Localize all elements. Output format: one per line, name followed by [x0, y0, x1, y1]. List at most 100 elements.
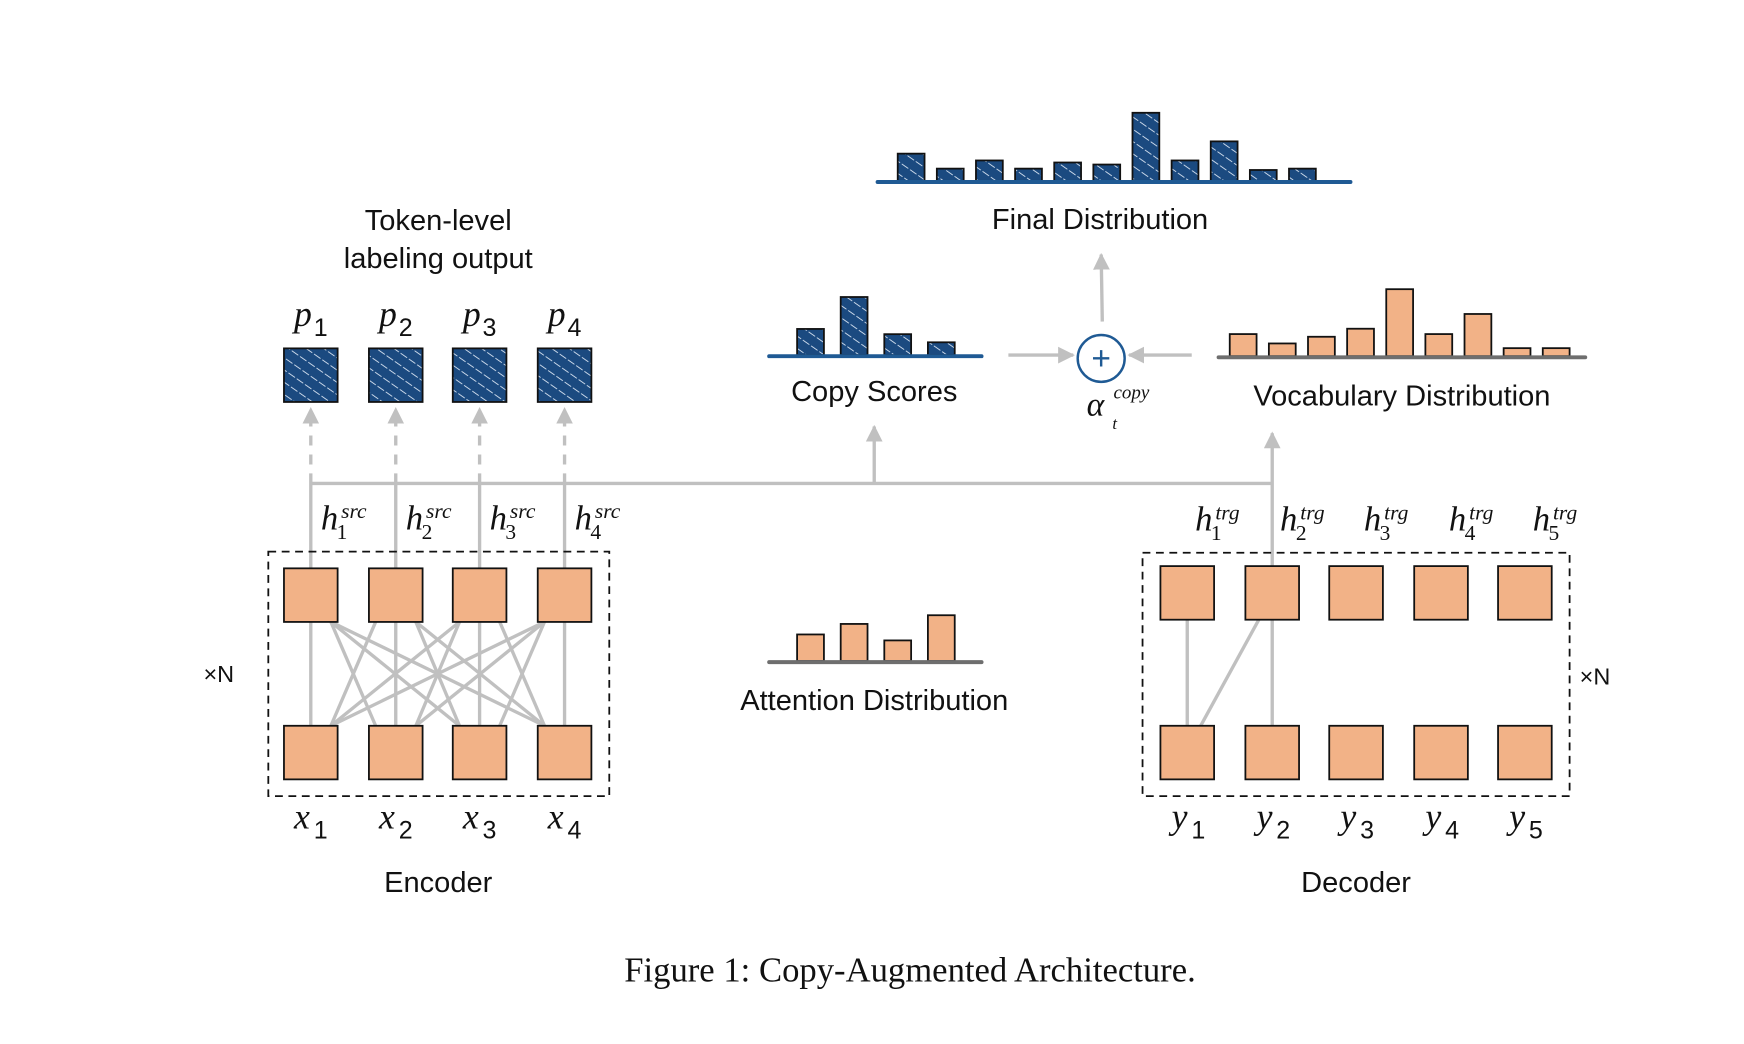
plus-circle-icon [1076, 333, 1126, 384]
decoder-input-label-y4-base: y [1422, 797, 1441, 837]
encoder-hidden-label-2-base: h [406, 499, 423, 537]
connectors [302, 252, 1281, 728]
decoder-hidden-label-5-base: h [1533, 500, 1550, 538]
encoder-attention-link [414, 620, 546, 728]
copy-gate-sum: + α copy t [1076, 333, 1150, 433]
encoder-top-nodes [283, 567, 593, 623]
bar [1228, 333, 1258, 358]
encoder-attention-link [498, 621, 546, 727]
bar [883, 639, 913, 662]
bar [1209, 140, 1239, 182]
encoder-hidden-label-4-subscript: 4 [590, 520, 601, 544]
output-label-p2-base: p [376, 294, 397, 334]
attention-distribution-chart [767, 614, 984, 665]
encoder-hidden-label-1-base: h [321, 499, 338, 537]
output-label-p3-base: p [460, 294, 481, 334]
decoder-input-node [1413, 724, 1469, 781]
encoder-hidden-label-3-superscript: src [510, 499, 536, 523]
decoder-hidden-label-1-superscript: trg [1215, 500, 1240, 524]
decoder-input-node [1159, 724, 1215, 781]
encoder-bottom-nodes [283, 724, 593, 781]
bar [839, 296, 869, 356]
encoder-input-label-x2-subscript: 2 [399, 817, 413, 845]
bar [1307, 335, 1336, 358]
decoder-top-nodes [1159, 565, 1553, 621]
decoder-bottom-nodes [1159, 724, 1553, 781]
bar [927, 614, 956, 662]
bar [1385, 288, 1414, 358]
sum-to-final-arrow [1093, 252, 1110, 322]
alpha-copy-subscript: t [1112, 414, 1117, 433]
decoder-hidden-label-1-base: h [1195, 500, 1212, 538]
decoder-input-label-y3-base: y [1337, 797, 1356, 837]
encoder-hidden-node [283, 567, 339, 623]
bar [1053, 161, 1082, 182]
bar [1541, 347, 1571, 358]
decoder-hidden-label-3-superscript: trg [1384, 500, 1409, 524]
encoder-hidden-label-2-subscript: 2 [422, 520, 433, 544]
output-label-p3-subscript: 3 [483, 314, 497, 342]
decoder-input-label-y1-subscript: 1 [1191, 817, 1205, 845]
encoder-output-node [451, 347, 508, 403]
encoder-input-label-x1-subscript: 1 [314, 817, 328, 845]
encoder-hidden-node [536, 567, 593, 623]
decoder-hidden-label-5-subscript: 5 [1548, 521, 1559, 545]
decoder-input-label-y2-subscript: 2 [1276, 817, 1290, 845]
encoder-input-node [451, 724, 508, 781]
bar [935, 167, 965, 182]
bar [883, 333, 913, 356]
decoder-hidden-label-2-subscript: 2 [1296, 521, 1307, 545]
encoder-hidden-label-1-superscript: src [341, 499, 367, 523]
encoder-attention-link [329, 620, 461, 728]
decoder-hidden-node [1413, 565, 1469, 621]
encoder-input-label-x3-subscript: 3 [483, 817, 497, 845]
encoder-output-node [536, 347, 593, 403]
decoder-input-label-y2-base: y [1254, 797, 1273, 837]
bar [1346, 327, 1375, 358]
decoder-label: Decoder [1301, 867, 1411, 899]
decoder-hidden-label-4-superscript: trg [1469, 500, 1494, 524]
encoder-output-node [368, 347, 424, 403]
bar [1014, 167, 1043, 182]
final-distribution-label: Final Distribution [992, 204, 1208, 236]
alpha-copy-symbol: α [1087, 386, 1106, 423]
decoder-input-label-y5-base: y [1506, 797, 1525, 837]
decoder-input-node [1328, 724, 1384, 781]
encoder-input-label-x4-base: x [547, 797, 564, 837]
copy-scores-chart [767, 296, 984, 359]
output-label-p1-base: p [291, 294, 312, 334]
decoder-input-label-y5-subscript: 5 [1529, 817, 1543, 845]
encoder-hidden-node [451, 567, 508, 623]
decoder-hidden-node [1159, 565, 1215, 621]
encoder-label: Encoder [384, 867, 493, 899]
encoder-attention-link [330, 620, 546, 728]
encoder-attention-link [329, 621, 378, 727]
encoder-input-node [536, 724, 593, 781]
decoder-input-label-y4-subscript: 4 [1445, 817, 1459, 845]
decoder-hidden-label-3-subscript: 3 [1380, 521, 1391, 545]
bar [1463, 313, 1493, 358]
encoder-hidden-label-4-superscript: src [595, 499, 621, 523]
decoder-hidden-node [1244, 565, 1300, 621]
decoder-hidden-node [1328, 565, 1384, 621]
final-distribution-chart [875, 111, 1353, 184]
encoder-layer-box [267, 550, 611, 798]
